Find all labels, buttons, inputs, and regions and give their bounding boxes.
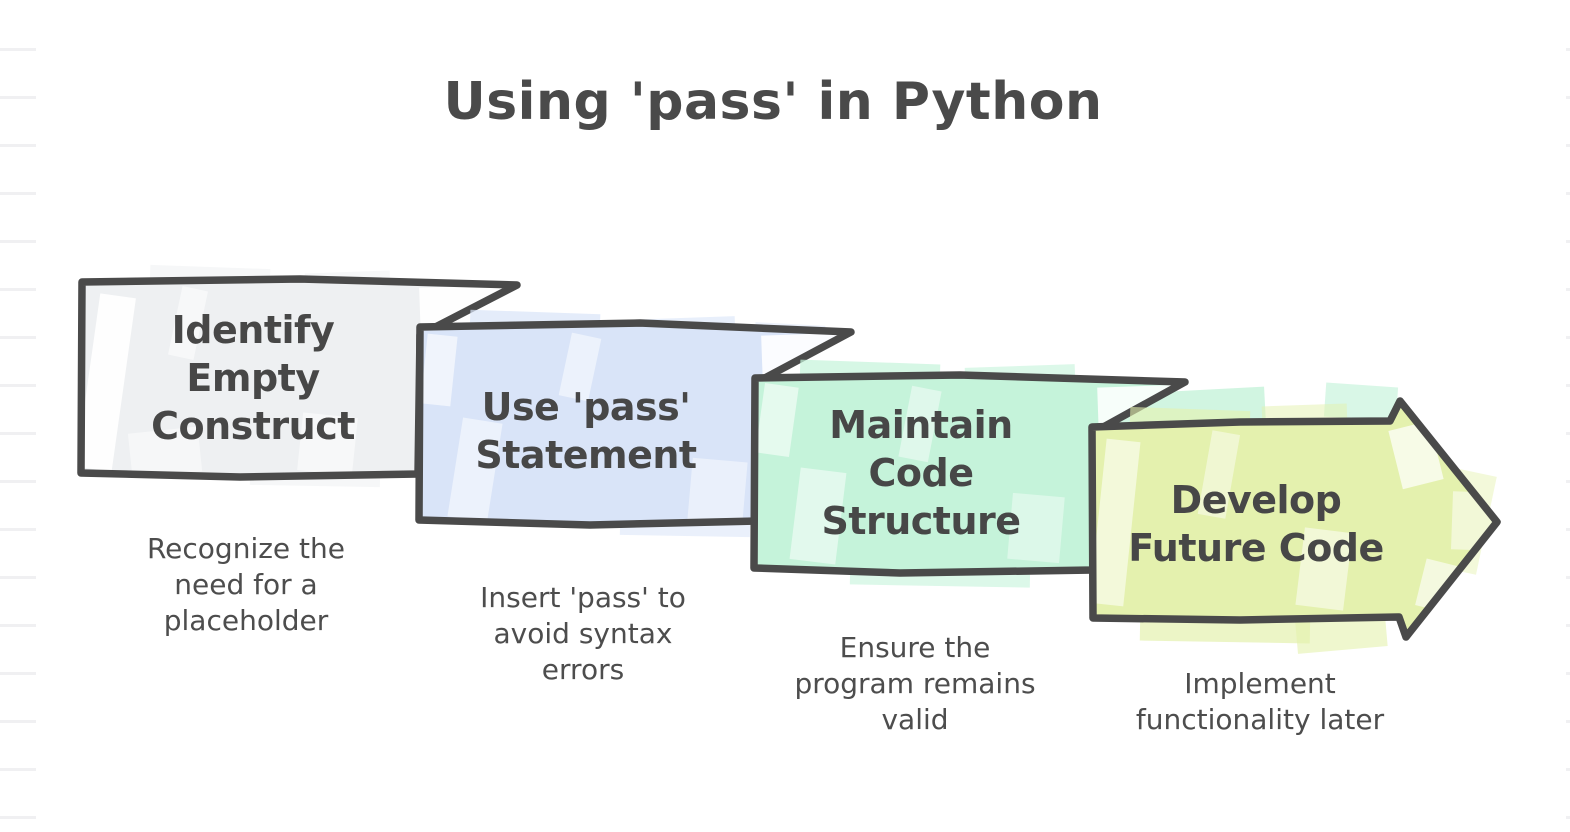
- step-2-caption: Insert 'pass' to avoid syntax errors: [480, 580, 686, 688]
- step-3-title-line: Maintain: [829, 403, 1013, 447]
- step-2-title-line: Statement: [475, 433, 697, 477]
- step-3-title: Maintain Code Structure: [821, 401, 1021, 545]
- diagram-title: Using 'pass' in Python: [443, 72, 1103, 132]
- step-4-caption: Implement functionality later: [1136, 666, 1384, 738]
- step-3-caption: Ensure the program remains valid: [794, 630, 1035, 738]
- step-2-caption-line: avoid syntax: [493, 617, 673, 650]
- step-1-title-line: Construct: [151, 404, 355, 448]
- ruled-lines-left: [0, 17, 36, 832]
- step-1-title: Identify Empty Construct: [151, 306, 355, 450]
- step-2-fill-texture: [420, 332, 851, 525]
- step-3-banner: [750, 359, 1399, 588]
- step-2-shape: [419, 323, 851, 525]
- step-1-title-line: Identify: [171, 308, 335, 352]
- step-2-title-line: Use 'pass': [481, 385, 691, 429]
- step-4-caption-line: functionality later: [1135, 703, 1385, 736]
- step-3-caption-line: Ensure the: [839, 631, 991, 664]
- ruled-lines-right: [1566, 19, 1570, 832]
- step-2-title: Use 'pass' Statement: [475, 383, 697, 479]
- step-2-banner: [415, 309, 855, 538]
- step-2-caption-line: Insert 'pass' to: [480, 581, 686, 614]
- step-1-caption-line: need for a: [174, 568, 318, 601]
- notebook-ruled-lines: [0, 17, 1570, 832]
- step-1-title-line: Empty: [186, 356, 320, 400]
- step-3-shape: [754, 375, 1185, 573]
- step-2-caption-line: errors: [541, 653, 625, 686]
- step-4-caption-line: Implement: [1184, 667, 1336, 700]
- step-3-caption-line: program remains: [794, 667, 1036, 700]
- step-4-arrow: [1088, 397, 1501, 654]
- step-1-caption-line: placeholder: [163, 604, 329, 637]
- step-3-title-line: Code: [868, 451, 974, 495]
- step-3-title-line: Structure: [821, 499, 1021, 543]
- step-4-title-line: Future Code: [1128, 526, 1384, 570]
- step-1-caption-line: Recognize the: [146, 532, 346, 565]
- step-4-title: Develop Future Code: [1128, 476, 1384, 572]
- step-1-caption: Recognize the need for a placeholder: [147, 531, 345, 639]
- step-4-title-line: Develop: [1170, 478, 1342, 522]
- step-4-outline: [1088, 397, 1501, 641]
- step-3-caption-line: valid: [881, 703, 949, 736]
